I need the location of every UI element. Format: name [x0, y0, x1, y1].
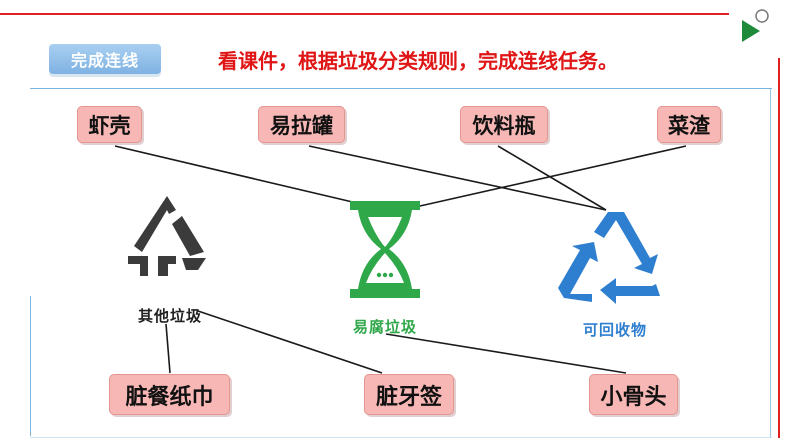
line-can-to-recyclable	[308, 145, 607, 211]
item-card-label: 易拉罐	[270, 113, 333, 138]
item-card-label: 脏牙签	[375, 384, 442, 410]
item-card-label: 饮料瓶	[472, 113, 536, 138]
item-card-small-bone[interactable]: 小骨头	[589, 374, 678, 415]
play-icon[interactable]	[740, 6, 780, 46]
content-top-rule	[30, 88, 772, 89]
line-food-waste-to-bone	[385, 333, 627, 374]
line-shrimp-shell-to-food-waste	[114, 145, 379, 209]
item-card-shrimp-shell[interactable]: 虾壳	[77, 106, 142, 143]
item-card-label: 脏餐纸巾	[125, 384, 214, 410]
line-other-waste-to-toothpick	[197, 310, 383, 374]
section-tag: 完成连线	[49, 44, 161, 74]
item-card-vegetable-scraps[interactable]: 菜渣	[657, 106, 721, 143]
recyclable-icon	[558, 212, 660, 304]
frame-top-border	[0, 13, 729, 15]
content-bottom-rule	[30, 437, 772, 438]
item-card-dirty-napkin[interactable]: 脏餐纸巾	[109, 374, 230, 415]
item-card-label: 虾壳	[88, 113, 131, 138]
other-waste-icon	[128, 196, 206, 276]
bin-label-recyclable: 可回收物	[582, 321, 647, 339]
line-vegetable-to-food-waste	[419, 145, 687, 207]
food-waste-icon	[350, 201, 420, 298]
item-card-label: 小骨头	[600, 384, 667, 410]
bin-label-food-waste: 易腐垃圾	[352, 318, 417, 336]
item-card-drink-bottle[interactable]: 饮料瓶	[460, 106, 548, 143]
line-other-waste-to-napkin	[165, 323, 171, 374]
item-card-can[interactable]: 易拉罐	[258, 106, 345, 143]
line-bottle-to-recyclable	[497, 145, 607, 211]
item-card-label: 菜渣	[668, 113, 710, 138]
frame-right-border	[778, 58, 780, 438]
frame-right-inner-border	[770, 88, 771, 438]
content-left-rule	[30, 296, 31, 436]
item-card-dirty-toothpick[interactable]: 脏牙签	[364, 374, 454, 415]
bin-label-other-waste: 其他垃圾	[137, 307, 202, 325]
instruction-text: 看课件，根据垃圾分类规则，完成连线任务。	[218, 48, 618, 73]
